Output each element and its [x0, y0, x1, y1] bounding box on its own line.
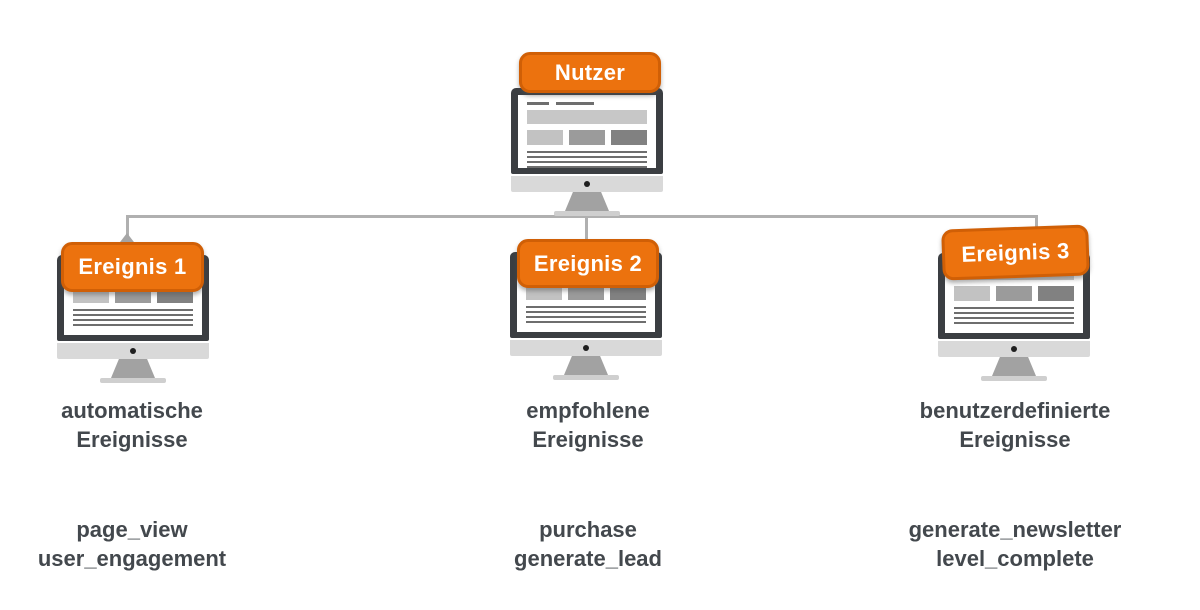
wireframe-block [1038, 286, 1074, 301]
monitor-base [553, 375, 619, 380]
wireframe-block [569, 130, 605, 145]
monitor-chin [57, 343, 209, 359]
wireframe-text-lines [526, 306, 646, 326]
wireframe-block [568, 285, 604, 300]
wireframe-block [611, 130, 647, 145]
event-names-label-2: purchase generate_lead [514, 517, 662, 572]
wireframe-line [954, 307, 1074, 309]
wireframe-hero-bar [527, 110, 647, 124]
wireframe-line [527, 151, 647, 153]
wireframe-dash [556, 102, 594, 105]
wireframe-line [526, 321, 646, 323]
camera-dot-icon [130, 348, 136, 354]
wireframe-nav-row [527, 102, 647, 105]
wireframe-line [73, 324, 193, 326]
wireframe-line [954, 317, 1074, 319]
wireframe-text-lines [527, 151, 647, 168]
wireframe-line [73, 314, 193, 316]
webpage-wireframe [518, 95, 656, 168]
camera-dot-icon [583, 345, 589, 351]
monitor-base [554, 211, 620, 216]
connector-horizontal-line [126, 215, 1038, 218]
wireframe-text-lines [954, 307, 1074, 327]
wireframe-line [954, 322, 1074, 324]
wireframe-line [526, 306, 646, 308]
category-label-3: benutzerdefinierte Ereignisse [919, 398, 1111, 453]
wireframe-line [526, 316, 646, 318]
camera-dot-icon [1011, 346, 1017, 352]
wireframe-line [527, 161, 647, 163]
wireframe-line [954, 312, 1074, 314]
category-label-1: automatische Ereignisse [61, 398, 203, 453]
monitor-chin [938, 341, 1090, 357]
wireframe-block-row [527, 130, 647, 145]
camera-dot-icon [584, 181, 590, 187]
monitor-stand [564, 356, 608, 375]
monitor-chin [510, 340, 662, 356]
wireframe-text-lines [73, 309, 193, 329]
wireframe-block [527, 130, 563, 145]
wireframe-line [73, 309, 193, 311]
wireframe-block-row [954, 286, 1074, 301]
wireframe-block [954, 286, 990, 301]
wireframe-line [73, 319, 193, 321]
connector-left-stub [126, 215, 129, 236]
category-label-2: empfohlene Ereignisse [526, 398, 650, 453]
event-names-label-1: page_view user_engagement [37, 517, 227, 572]
wireframe-line [527, 156, 647, 158]
node-badge-ereignis-2: Ereignis 2 [517, 239, 659, 288]
monitor-stand [565, 192, 609, 211]
wireframe-block [610, 285, 646, 300]
node-badge-nutzer: Nutzer [519, 52, 661, 93]
monitor-screen [511, 88, 663, 174]
monitor-stand [992, 357, 1036, 376]
wireframe-line [526, 311, 646, 313]
wireframe-block-row [526, 285, 646, 300]
event-names-label-3: generate_newsletter level_complete [908, 517, 1122, 572]
connector-right-stub [1035, 215, 1038, 229]
monitor-chin [511, 176, 663, 192]
wireframe-block [996, 286, 1032, 301]
wireframe-line [527, 166, 647, 168]
connector-root-stub [585, 209, 588, 242]
wireframe-block [526, 285, 562, 300]
monitor-base [981, 376, 1047, 381]
imac-monitor-icon [511, 88, 663, 216]
node-badge-ereignis-1: Ereignis 1 [61, 242, 204, 292]
monitor-base [100, 378, 166, 383]
monitor-stand [111, 359, 155, 378]
node-badge-ereignis-3: Ereignis 3 [941, 224, 1090, 281]
wireframe-dash [527, 102, 549, 105]
